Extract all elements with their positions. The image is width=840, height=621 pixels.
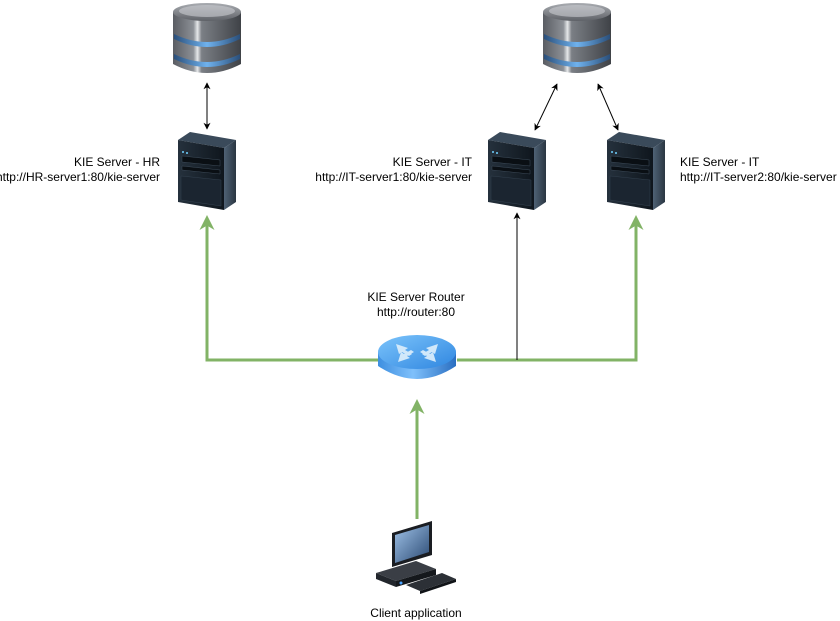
server-icon[interactable] [178,132,236,210]
server-icon[interactable] [607,132,665,210]
router-label: KIE Server Router http://router:80 [340,290,492,320]
router-url: http://router:80 [376,305,456,319]
router-icon[interactable] [378,335,456,379]
client-label: Client application [340,606,492,621]
server-it1-title: KIE Server - IT [392,155,472,169]
edge-router-to-server-hr [199,215,380,362]
edge-db-it-to-server-it2 [597,83,619,131]
server-it2-title: KIE Server - IT [680,155,760,169]
edge-db-it-to-server-it1 [534,83,558,131]
server-hr-url: http://HR-server1:80/kie-server [0,170,160,184]
server-hr-title: KIE Server - HR [73,155,160,169]
server-it1-url: http://IT-server1:80/kie-server [315,170,472,184]
server-it1-label: KIE Server - IT http://IT-server1:80/kie… [315,155,472,185]
workstation-icon[interactable] [376,521,456,594]
edge-router-to-server-it2 [457,215,644,362]
server-it2-label: KIE Server - IT http://IT-server2:80/kie… [680,155,837,185]
database-icon[interactable] [173,3,241,73]
server-icon[interactable] [488,132,546,210]
server-it2-url: http://IT-server2:80/kie-server [680,170,837,184]
edges [199,82,644,519]
router-title: KIE Server Router [367,290,465,304]
database-icon[interactable] [543,3,611,73]
server-hr-label: KIE Server - HR http://HR-server1:80/kie… [0,155,160,185]
client-title: Client application [370,606,462,620]
